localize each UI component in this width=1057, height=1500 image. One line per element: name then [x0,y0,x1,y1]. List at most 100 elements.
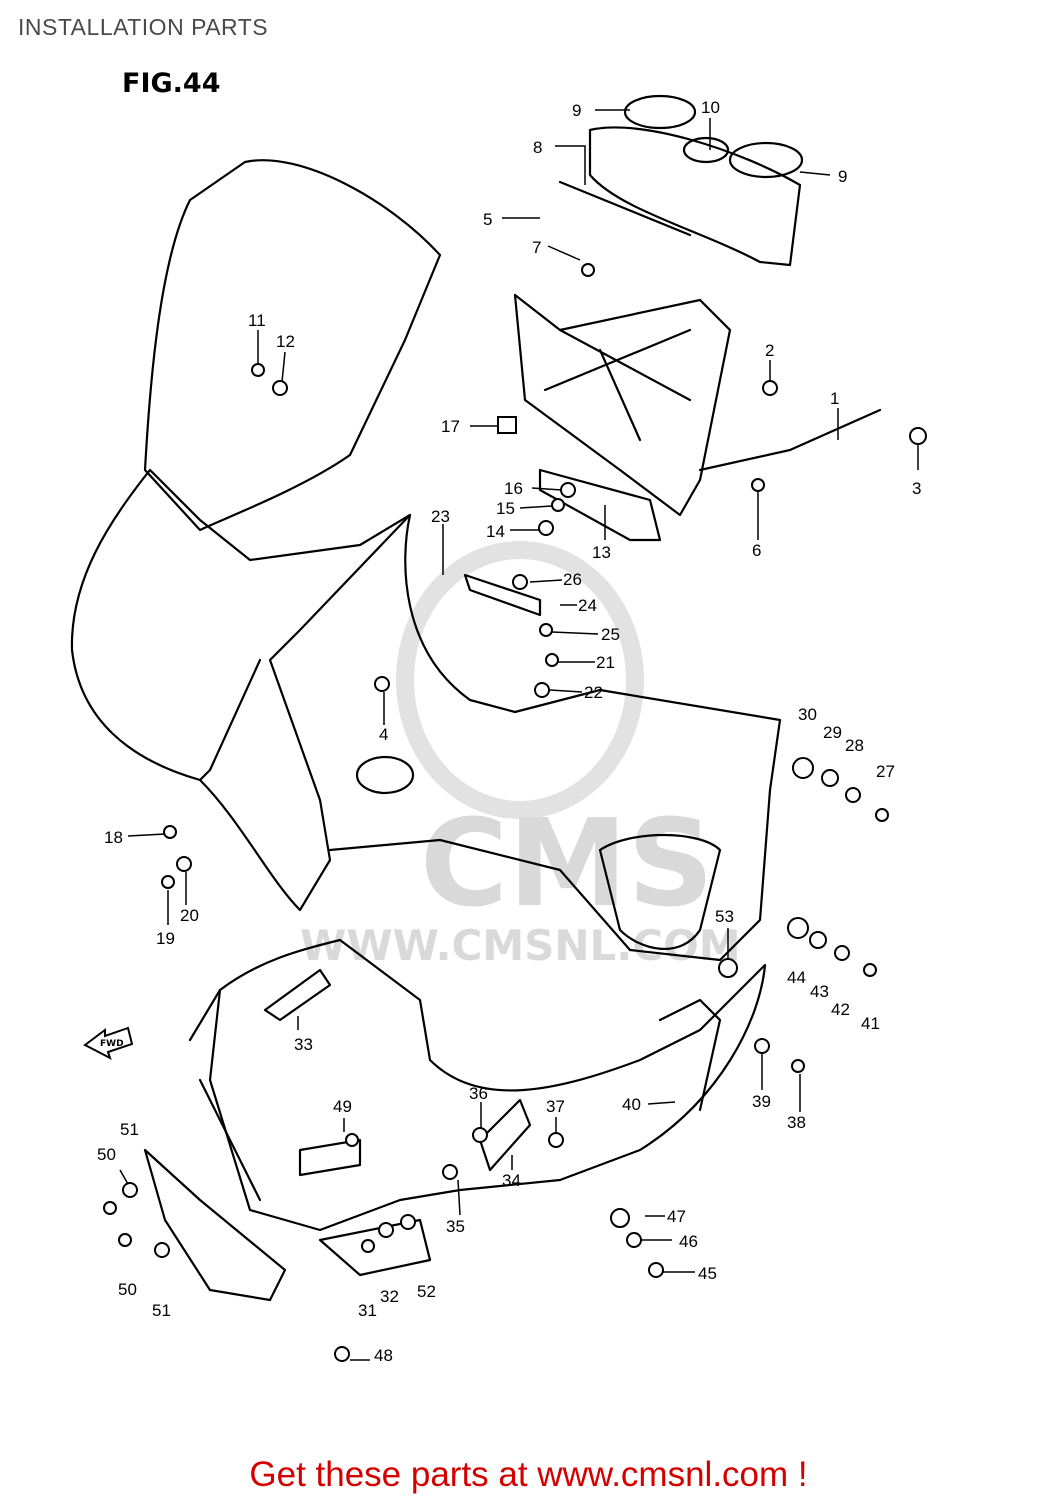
callout-18: 18 [104,828,123,847]
callout-49: 49 [333,1097,352,1116]
callout-48: 48 [374,1346,393,1365]
callout-15: 15 [496,499,515,518]
callout-21: 21 [596,653,615,672]
callout-41: 41 [861,1014,880,1033]
callout-29: 29 [823,723,842,742]
callout-20: 20 [180,906,199,925]
callout-53: 53 [715,907,734,926]
side-bracket-left [143,1148,287,1302]
nut-52 [400,1214,416,1230]
bolt-31 [361,1239,375,1253]
lower-cowling [208,938,767,1232]
footer-promo-link[interactable]: Get these parts at www.cmsnl.com ! [249,1455,808,1494]
bolt-4 [374,676,390,692]
bracket-rod [698,408,882,472]
callout-45: 45 [698,1264,717,1283]
collar-29 [821,769,839,787]
clip-17 [497,416,517,434]
callout-35: 35 [446,1217,465,1236]
cowling-bracket [513,293,732,517]
bolt-14 [538,520,554,536]
clip-36 [472,1127,488,1143]
callout-19: 19 [156,929,175,948]
callout-37: 37 [546,1097,565,1116]
windscreen [143,159,442,532]
grommet-30 [792,757,814,779]
collar-15 [551,498,565,512]
callout-42: 42 [831,1000,850,1019]
bolt-48 [334,1346,350,1362]
grommet-16 [560,482,576,498]
inner-cowl [328,513,782,962]
callout-22: 22 [584,683,603,702]
callout-50b: 50 [118,1280,137,1299]
callout-24: 24 [578,596,597,615]
fwd-label: FWD [100,1039,124,1049]
callout-6: 6 [752,541,761,560]
callout-9b: 9 [838,167,847,186]
callout-14: 14 [486,522,505,541]
callout-12: 12 [276,332,295,351]
duct-40 [658,998,722,1112]
page-title: INSTALLATION PARTS [18,14,269,40]
bolt-37 [548,1132,564,1148]
callout-40: 40 [622,1095,641,1114]
callout-25: 25 [601,625,620,644]
nut-26 [512,574,528,590]
callout-30: 30 [798,705,817,724]
meter-panel [588,126,802,267]
callout-labels: 1 2 3 4 5 6 7 8 9 9 10 11 12 13 14 15 16… [97,98,921,1365]
callout-9a: 9 [572,101,581,120]
bolt-38 [791,1059,805,1073]
bolt-11 [251,363,265,377]
side-vent [598,833,722,951]
callout-50a: 50 [97,1145,116,1164]
nut-39 [754,1038,770,1054]
watermark-url: WWW.CMSNL.COM [300,921,741,970]
callout-17: 17 [441,417,460,436]
screw-19 [161,875,175,889]
nut-12 [272,380,288,396]
lower-stay [298,1138,362,1177]
callout-23: 23 [431,507,450,526]
callout-8: 8 [533,138,542,157]
callout-47: 47 [667,1207,686,1226]
callout-31: 31 [358,1301,377,1320]
bolt-6 [751,478,765,492]
callout-26: 26 [563,570,582,589]
collar-43 [809,931,827,949]
callout-4: 4 [379,725,388,744]
watermark: CMS WWW.CMSNL.COM [300,541,741,970]
watermark-brand: CMS [420,795,714,934]
callout-33: 33 [294,1035,313,1054]
bolt-2 [762,380,778,396]
callout-1: 1 [830,389,839,408]
callout-2: 2 [765,341,774,360]
stay-34 [478,1098,532,1172]
mount-plate [538,468,662,542]
grommet-44 [787,917,809,939]
parts-diagram: CMS WWW.CMSNL.COM [70,94,927,1365]
bracket-24 [463,573,542,617]
callout-51a: 51 [120,1120,139,1139]
grommet-53 [718,958,738,978]
figure-label: FIG.44 [122,68,221,99]
callout-44: 44 [787,968,806,987]
bolt-45 [648,1262,664,1278]
bolt-27 [875,808,889,822]
callout-32: 32 [380,1287,399,1306]
washer-42 [834,945,850,961]
upper-cowling [70,468,412,912]
callout-13: 13 [592,543,611,562]
callout-38: 38 [787,1113,806,1132]
callout-39: 39 [752,1092,771,1111]
clip-35 [442,1164,458,1180]
cowl-opening [355,755,415,795]
callout-7: 7 [532,238,541,257]
washer-51 [122,1182,138,1198]
callout-3: 3 [912,479,921,498]
callout-28: 28 [845,736,864,755]
washer-20 [176,856,192,872]
callout-27: 27 [876,762,895,781]
callout-52: 52 [417,1282,436,1301]
